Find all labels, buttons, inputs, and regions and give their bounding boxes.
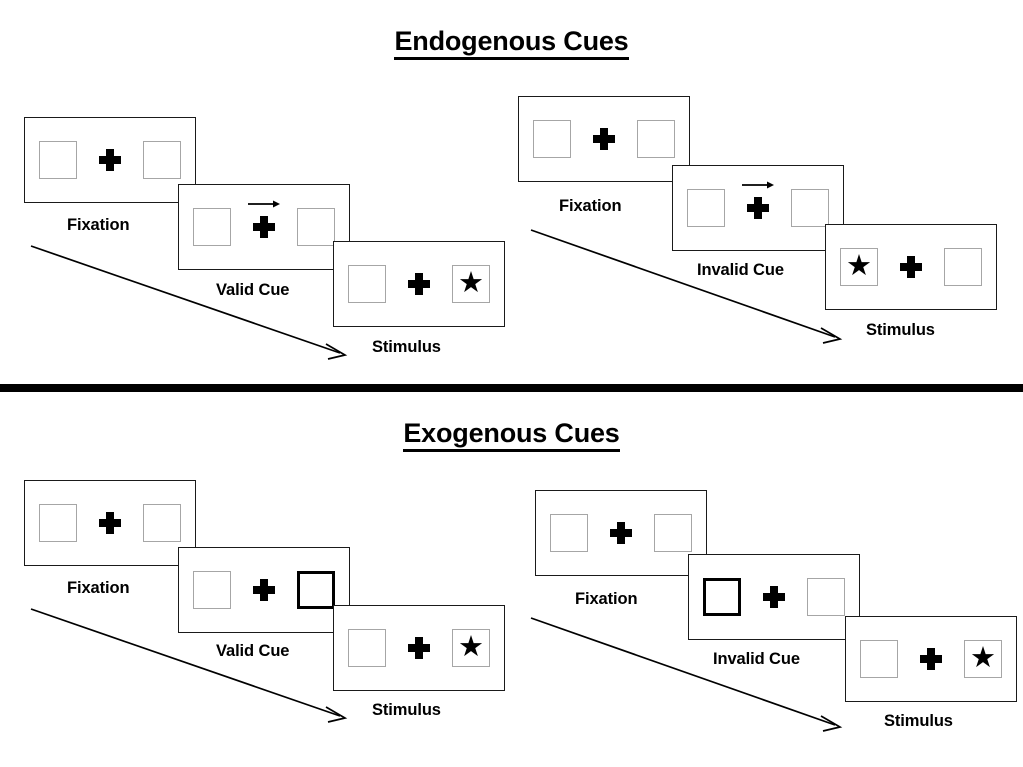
fixation-cross-icon [920,648,942,670]
right-box [807,578,845,616]
frame-endogenous-valid-cue [178,184,350,270]
fixation-cross-icon [99,149,121,171]
star-icon: ★ [970,642,996,674]
frame-exogenous-valid-fixation [24,480,196,566]
left-box-target: ★ [840,248,878,286]
star-icon: ★ [846,250,872,282]
left-box [193,571,231,609]
right-box [791,189,829,227]
frame-endogenous-valid-stimulus: ★ [333,241,505,327]
fixation-cross-icon [408,273,430,295]
left-box [550,514,588,552]
right-box [297,208,335,246]
right-box [637,120,675,158]
frame-label-endogenous-invalid-cue: Invalid Cue [697,261,784,279]
fixation-cross-icon [593,128,615,150]
left-box [348,629,386,667]
right-box-target: ★ [452,265,490,303]
frame-endogenous-valid-fixation [24,117,196,203]
left-box [348,265,386,303]
section-divider [0,384,1023,392]
frame-label-endogenous-invalid-fixation: Fixation [559,197,622,215]
left-box-cued [703,578,741,616]
frame-label-endogenous-valid-cue: Valid Cue [216,281,290,299]
frame-label-exogenous-valid-cue: Valid Cue [216,642,290,660]
right-box-target: ★ [964,640,1002,678]
left-box [533,120,571,158]
right-box [143,141,181,179]
star-icon: ★ [458,267,484,299]
left-box [860,640,898,678]
exogenous-section-title: Exogenous Cues [0,418,1023,452]
frame-endogenous-invalid-fixation [518,96,690,182]
right-box-cued [297,571,335,609]
right-box [143,504,181,542]
fixation-cross-icon [248,200,280,238]
fixation-cross-icon [742,181,774,219]
left-box [193,208,231,246]
fixation-cross-icon [763,586,785,608]
frame-endogenous-invalid-stimulus: ★ [825,224,997,310]
frame-label-exogenous-valid-fixation: Fixation [67,579,130,597]
frame-label-exogenous-invalid-stimulus: Stimulus [884,712,953,730]
frame-label-endogenous-invalid-stimulus: Stimulus [866,321,935,339]
right-arrow-icon [248,200,280,208]
exogenous-cues-section: Exogenous Cues Fixation Valid Cue ★ Stim… [0,396,1023,767]
frame-exogenous-valid-stimulus: ★ [333,605,505,691]
left-box [39,504,77,542]
frame-label-endogenous-valid-stimulus: Stimulus [372,338,441,356]
endogenous-section-title-text: Endogenous Cues [394,26,629,60]
endogenous-section-title: Endogenous Cues [0,26,1023,60]
frame-label-exogenous-invalid-cue: Invalid Cue [713,650,800,668]
right-arrow-icon [742,181,774,189]
frame-exogenous-invalid-cue [688,554,860,640]
fixation-cross-icon [253,579,275,601]
fixation-cross-icon [610,522,632,544]
endogenous-cues-section: Endogenous Cues Fixation Valid Cue [0,26,1023,360]
left-box [39,141,77,179]
right-box [944,248,982,286]
frame-endogenous-invalid-cue [672,165,844,251]
exogenous-section-title-text: Exogenous Cues [403,418,620,452]
star-icon: ★ [458,631,484,663]
frame-label-exogenous-valid-stimulus: Stimulus [372,701,441,719]
frame-label-exogenous-invalid-fixation: Fixation [575,590,638,608]
frame-exogenous-valid-cue [178,547,350,633]
frame-exogenous-invalid-fixation [535,490,707,576]
right-box [654,514,692,552]
fixation-cross-icon [99,512,121,534]
left-box [687,189,725,227]
fixation-cross-icon [900,256,922,278]
frame-label-endogenous-valid-fixation: Fixation [67,216,130,234]
right-box-target: ★ [452,629,490,667]
frame-exogenous-invalid-stimulus: ★ [845,616,1017,702]
fixation-cross-icon [408,637,430,659]
